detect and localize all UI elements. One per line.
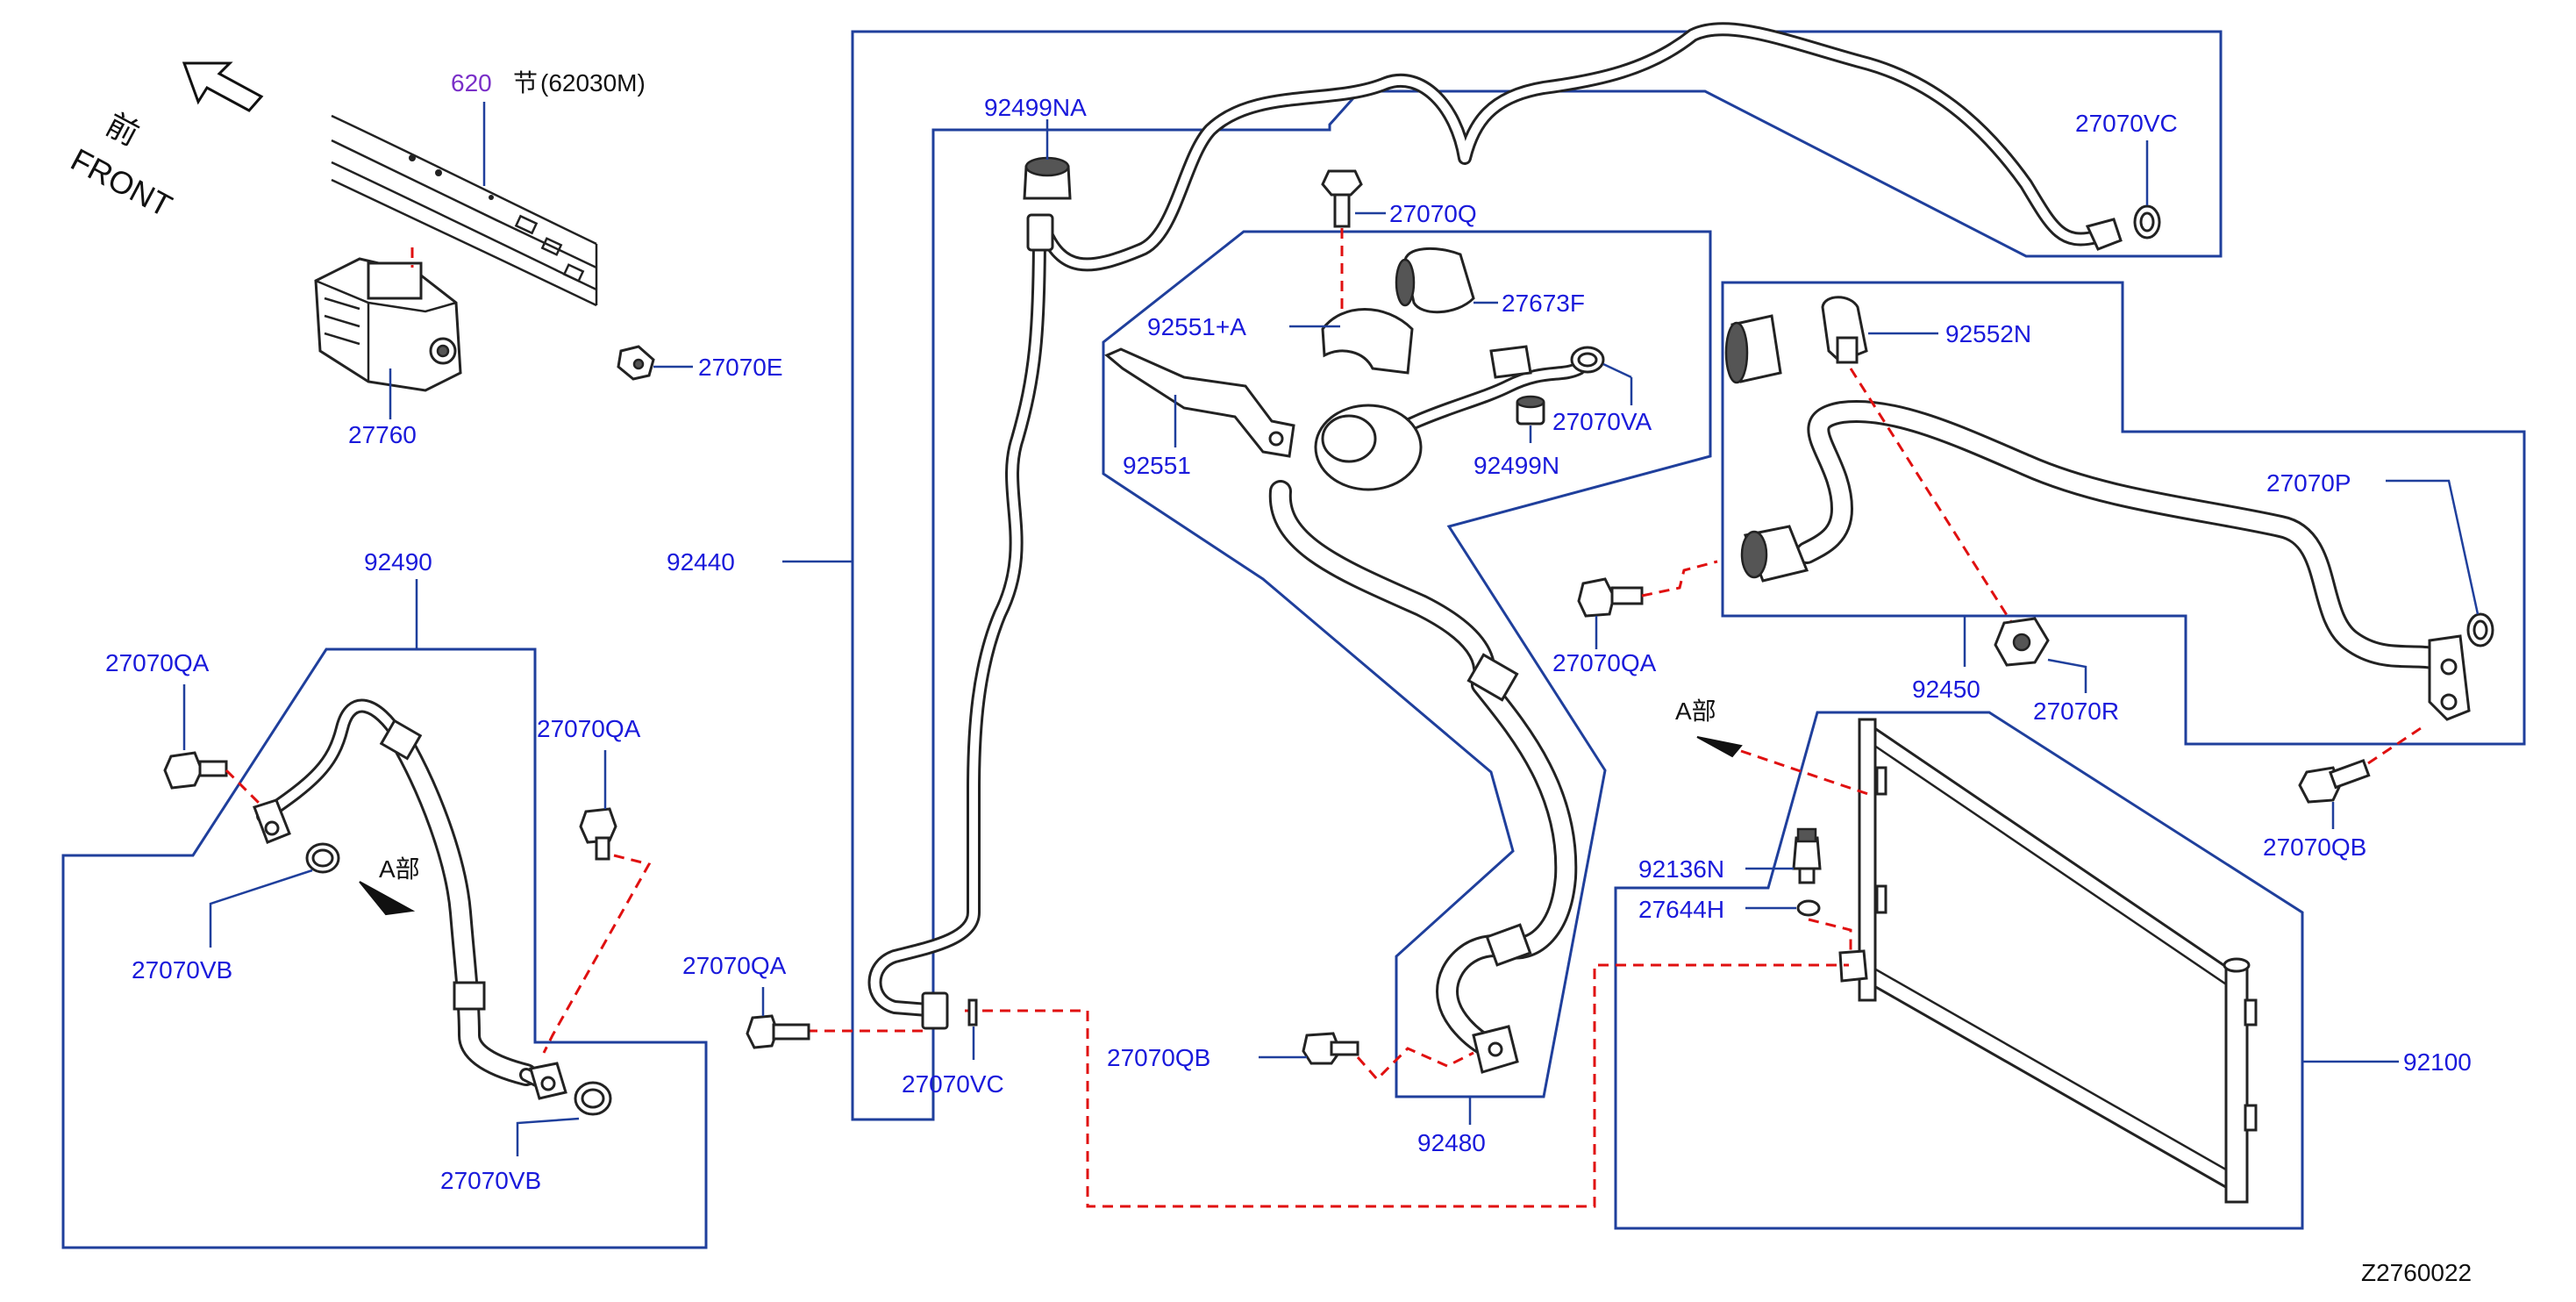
label-92551[interactable]: 92551 bbox=[1123, 452, 1191, 479]
ref-section-kanji: 节 bbox=[513, 69, 538, 97]
leader-27070VA bbox=[1602, 362, 1632, 379]
part-27070VA-oring[interactable] bbox=[1570, 346, 1605, 374]
label-27070Q[interactable]: 27070Q bbox=[1389, 200, 1477, 227]
label-27070QA-center[interactable]: 27070QA bbox=[682, 952, 787, 979]
label-27070VB-2[interactable]: 27070VB bbox=[440, 1167, 541, 1194]
label-27070QB-center[interactable]: 27070QB bbox=[1107, 1044, 1210, 1071]
radiator-core-support bbox=[331, 114, 598, 307]
label-27070VB-1[interactable]: 27070VB bbox=[132, 956, 232, 984]
group-92450-outline bbox=[1721, 281, 2526, 746]
a-bu-right-label: A部 bbox=[1675, 698, 1716, 725]
hose-92480[interactable] bbox=[1268, 345, 1586, 1074]
dash-92440-to-92100 bbox=[965, 963, 1849, 1208]
part-27070QB-bolt-center[interactable] bbox=[1302, 1032, 1359, 1065]
leader-27070R bbox=[2047, 658, 2087, 693]
reference-header: 620 节 (62030M) bbox=[451, 69, 646, 186]
label-27644H[interactable]: 27644H bbox=[1638, 896, 1724, 923]
part-92551A-clamp[interactable] bbox=[1321, 308, 1414, 375]
dash-27070QB-right bbox=[2367, 726, 2422, 765]
part-27644H-oring[interactable] bbox=[1796, 899, 1821, 917]
arrow-a-bu-left-icon bbox=[359, 881, 416, 916]
label-27070QA-left[interactable]: 27070QA bbox=[105, 649, 210, 676]
a-bu-left-label: A部 bbox=[379, 855, 420, 883]
label-92552N[interactable]: 92552N bbox=[1945, 320, 2031, 347]
part-92136N-switch[interactable] bbox=[1792, 827, 1822, 884]
label-27070R[interactable]: 27070R bbox=[2033, 698, 2119, 725]
label-92499NA[interactable]: 92499NA bbox=[984, 94, 1087, 121]
dash-92136N bbox=[1808, 918, 1852, 955]
group-92490-outline bbox=[61, 647, 708, 1249]
label-92480[interactable]: 92480 bbox=[1417, 1129, 1486, 1156]
part-92450-bushing[interactable] bbox=[1724, 314, 1782, 384]
label-27070VA[interactable]: 27070VA bbox=[1552, 408, 1652, 435]
label-92450[interactable]: 92450 bbox=[1912, 676, 1980, 703]
part-27070E-clip[interactable] bbox=[617, 345, 655, 381]
dash-27070QA-left bbox=[225, 769, 265, 809]
part-92551-bracket[interactable] bbox=[1104, 347, 1295, 458]
group-92100-outline bbox=[1614, 711, 2304, 1230]
part-27070VC-oring-top[interactable] bbox=[2133, 204, 2161, 240]
label-92499N[interactable]: 92499N bbox=[1474, 452, 1559, 479]
label-27070E[interactable]: 27070E bbox=[698, 354, 783, 381]
label-92136N[interactable]: 92136N bbox=[1638, 855, 1724, 883]
ref-section-number[interactable]: 620 bbox=[451, 69, 492, 97]
arrow-a-bu-right-icon bbox=[1696, 736, 1743, 758]
part-27070R-nut[interactable] bbox=[1994, 617, 2050, 667]
label-92100[interactable]: 92100 bbox=[2403, 1048, 2472, 1076]
hose-92450[interactable] bbox=[1740, 400, 2471, 721]
part-92552N-clamp[interactable] bbox=[1821, 296, 1868, 364]
leader-27070P bbox=[2386, 479, 2480, 615]
front-kanji: 前 bbox=[100, 106, 145, 153]
part-27070P-oring[interactable] bbox=[2466, 612, 2494, 647]
pipe-92440[interactable] bbox=[867, 22, 2123, 1030]
part-27070QA-bolt-center[interactable] bbox=[746, 1014, 810, 1049]
part-27070VB-oring-1[interactable] bbox=[305, 842, 340, 874]
leader-27070VB-1 bbox=[209, 869, 313, 948]
label-27070QA-mid[interactable]: 27070QA bbox=[1552, 649, 1657, 676]
ref-section-code: (62030M) bbox=[540, 69, 646, 97]
hose-92490[interactable] bbox=[253, 698, 567, 1100]
dash-27070QA-mid bbox=[1641, 560, 1718, 597]
dash-27070QB-center bbox=[1356, 1047, 1474, 1082]
part-92499NA-cap[interactable] bbox=[1023, 156, 1072, 200]
group-92440-outline bbox=[851, 30, 2223, 1121]
label-27673F[interactable]: 27673F bbox=[1502, 290, 1585, 317]
leader-27070VB-2 bbox=[516, 1117, 580, 1156]
diagram-code: Z2760022 bbox=[2361, 1259, 2472, 1286]
part-27070VC-oring-bottom[interactable] bbox=[967, 998, 978, 1027]
a-bu-left-indicator: A部 bbox=[359, 855, 420, 916]
part-92100-condenser[interactable] bbox=[1838, 718, 2258, 1204]
label-92551A[interactable]: 92551+A bbox=[1147, 313, 1246, 340]
label-92490[interactable]: 92490 bbox=[364, 548, 432, 576]
part-92499N-cap[interactable] bbox=[1516, 395, 1545, 426]
part-27070Q-bolt[interactable] bbox=[1321, 169, 1363, 228]
label-27070VC-bottom[interactable]: 27070VC bbox=[902, 1070, 1004, 1098]
part-27673F-bushing[interactable] bbox=[1395, 247, 1475, 314]
label-27070QB-right[interactable]: 27070QB bbox=[2263, 833, 2366, 861]
part-27070QA-bolt-left2[interactable] bbox=[579, 807, 617, 861]
part-27760-unit[interactable] bbox=[314, 257, 462, 392]
label-27760[interactable]: 27760 bbox=[348, 421, 417, 448]
front-direction-indicator: 前 FRONT bbox=[65, 61, 264, 224]
label-27070P[interactable]: 27070P bbox=[2266, 469, 2351, 497]
part-27070QA-bolt-left[interactable] bbox=[163, 751, 228, 790]
label-27070QA-left2[interactable]: 27070QA bbox=[537, 715, 641, 742]
front-label: FRONT bbox=[65, 141, 178, 224]
part-27070QB-bolt-right[interactable] bbox=[2298, 758, 2371, 804]
front-arrow-icon bbox=[182, 61, 264, 112]
group-92480-outline bbox=[1102, 230, 1712, 1098]
label-27070VC-top[interactable]: 27070VC bbox=[2075, 110, 2178, 137]
a-bu-right-indicator: A部 bbox=[1675, 698, 1869, 796]
part-27070QA-bolt-mid[interactable] bbox=[1577, 577, 1644, 618]
dash-27070QA-left2 bbox=[542, 854, 652, 1054]
part-27070VB-oring-2[interactable] bbox=[574, 1081, 612, 1116]
label-92440[interactable]: 92440 bbox=[667, 548, 735, 576]
